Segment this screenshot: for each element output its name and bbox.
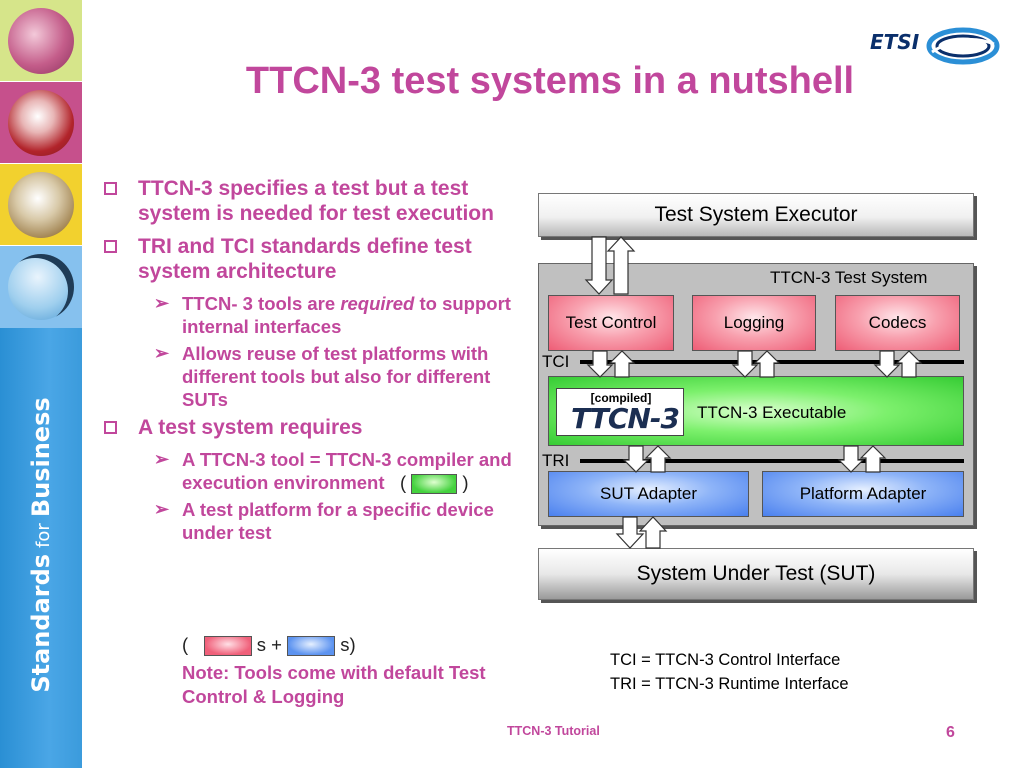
slogan-word-standards: Standards [27,553,55,693]
globe-icon [8,254,74,320]
tri-bus-line [580,459,964,463]
sidebar: Standards for Business [0,0,82,768]
sub-bullet-text: A TTCN-3 tool = TTCN-3 compiler and exec… [182,449,512,493]
etsi-logo-text: ETSI [870,30,920,54]
swatch-mid-text: s + [256,634,282,655]
sidebar-tile-1 [0,0,82,82]
component-swatch-red [203,636,252,657]
globe-icon [8,172,74,238]
legend: TCI = TTCN-3 Control Interface TRI = TTC… [610,648,849,696]
ttcn3-test-system-label: TTCN-3 Test System [770,268,928,287]
sub-bullet-text-pre: TTCN- 3 tools are [182,293,341,314]
page-number: 6 [946,724,955,741]
bullet-text: TRI and TCI standards define test system… [138,235,472,283]
arrow-bullet-icon: ➢ [154,499,170,520]
ttcn3-executable-label: TTCN-3 Executable [697,403,847,422]
legend-tri: TRI = TTCN-3 Runtime Interface [610,675,849,693]
tri-label: TRI [542,451,570,470]
sub-bullet-text-post: to support internal interfaces [182,293,511,337]
bullet-list: TTCN-3 specifies a test but a test syste… [100,176,520,548]
etsi-swoosh-icon [926,27,1000,65]
footer-text: TTCN-3 Tutorial [507,724,600,738]
compiled-label: [compiled] [590,391,652,405]
sidebar-tile-3 [0,164,82,246]
adapter-swatch-blue [287,636,336,657]
checkbox-bullet-icon [104,240,117,253]
sut-box: System Under Test (SUT) [538,548,974,600]
bullet-item: TRI and TCI standards define test system… [100,234,520,284]
legend-tci: TCI = TTCN-3 Control Interface [610,651,841,669]
tool-swatch-group: ( ) [390,472,469,495]
sub-bullet-emphasis: required [340,293,415,314]
tci-label: TCI [542,352,570,371]
platform-swatch-line: ( s + s) [182,633,356,657]
logging-box: Logging [692,295,816,351]
sidebar-tile-4 [0,246,82,328]
tci-bus-line [580,360,964,364]
ttcn3-logo-text: TTCN-3 [571,402,680,435]
sub-bullet-text: Allows reuse of test platforms with diff… [182,343,491,410]
etsi-logo: ETSI [870,22,1000,72]
arrow-bullet-icon: ➢ [154,293,170,313]
sidebar-tile-2 [0,82,82,164]
codecs-box: Codecs [835,295,960,351]
swatch-end-text: s) [340,634,356,655]
paren-close: ) [462,472,469,493]
slogan-word-for: for [33,523,54,548]
globe-icon [8,8,74,74]
ttcn3-logo: [compiled] TTCN-3 [556,388,684,436]
checkbox-bullet-icon [104,421,117,434]
arrow-bullet-icon: ➢ [154,449,170,469]
paren-open: ( [399,472,407,493]
slogan-word-business: Business [27,397,55,518]
bullet-item: A test system requires [100,415,520,440]
bullet-text: TTCN-3 specifies a test but a test syste… [138,177,494,225]
platform-adapter-box: Platform Adapter [762,471,964,517]
tool-swatch-green [411,474,458,495]
globe-icon [8,90,74,156]
sub-bullet-item: ➢ TTCN- 3 tools are required to support i… [100,292,520,338]
paren-open: ( [182,634,189,655]
bullet-text: A test system requires [138,416,363,439]
slide-title: TTCN-3 test systems in a nutshell [245,60,855,102]
test-system-executor-box: Test System Executor [538,193,974,237]
note-text: Note: Tools come with default Test Contr… [182,662,486,707]
checkbox-bullet-icon [104,182,117,195]
sub-bullet-text: A test platform for a specific device un… [182,499,494,544]
sub-bullet-item: ➢ A test platform for a specific device u… [100,498,520,544]
arrow-bullet-icon: ➢ [154,343,170,363]
bullet-item: TTCN-3 specifies a test but a test syste… [100,176,520,226]
sub-bullet-item: ➢ Allows reuse of test platforms with dif… [100,342,520,411]
test-control-box: Test Control [548,295,674,351]
sidebar-slogan: Standards for Business [27,397,55,692]
sut-adapter-box: SUT Adapter [548,471,749,517]
sub-bullet-item: ➢ A TTCN-3 tool = TTCN-3 compiler and exe… [100,448,520,495]
